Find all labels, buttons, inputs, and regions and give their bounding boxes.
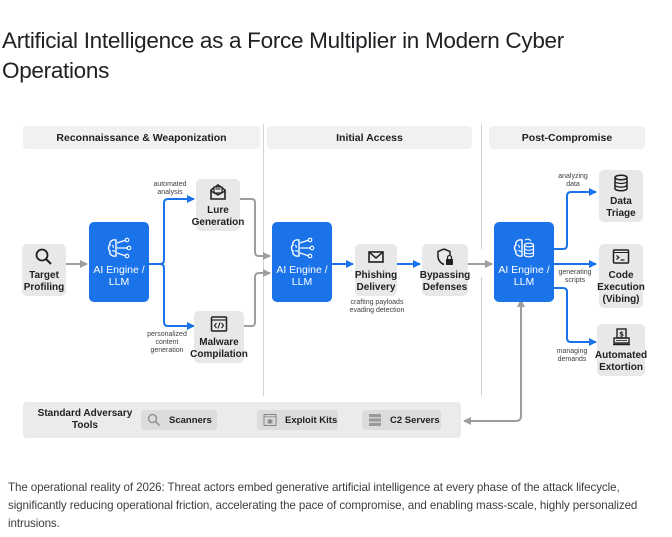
edge-engine-to-extortion <box>553 287 597 346</box>
node-lure-generation: Lure Generation <box>192 179 244 231</box>
tool-scanners: Scanners <box>141 410 217 430</box>
node-label: Lure Generation <box>191 204 245 228</box>
brain-network-icon <box>290 237 315 258</box>
tool-label: Scanners <box>169 414 212 426</box>
edge-engine-to-malware <box>159 263 195 330</box>
edge-note-automated-analysis: automated analysis <box>153 181 187 196</box>
shield-lock-icon <box>437 247 453 265</box>
ai-engine-initial-access: AI Engine / LLM <box>272 222 332 302</box>
edge-note-crafting-payloads: crafting payloads evading detection <box>349 299 405 314</box>
svg-text:$: $ <box>619 330 624 338</box>
node-automated-extortion: $ Automated Extortion <box>594 324 648 376</box>
brain-database-icon <box>513 238 535 257</box>
node-label: Code Execution (Vibing) <box>597 269 645 305</box>
node-code-execution: Code Execution (Vibing) <box>597 244 645 308</box>
node-bypassing-defenses: Bypassing Defenses <box>419 244 471 296</box>
tool-label: C2 Servers <box>390 414 440 426</box>
phase-divider <box>481 124 482 249</box>
tools-label: Standard Adversary Tools <box>37 408 133 431</box>
engine-label: AI Engine / LLM <box>498 263 550 289</box>
edge-engine-to-data-triage <box>553 188 597 250</box>
edge-note-analyzing-data: analyzing data <box>558 173 588 188</box>
bug-window-icon <box>263 413 277 427</box>
node-label: Bypassing Defenses <box>419 269 471 293</box>
edge-note-generating-scripts: generating scripts <box>558 269 592 284</box>
tool-label: Exploit Kits <box>285 414 338 426</box>
node-label: Target Profiling <box>23 269 65 293</box>
ai-engine-post-compromise: AI Engine / LLM <box>494 222 554 302</box>
envelope-letter-icon <box>210 183 226 200</box>
terminal-icon <box>612 248 630 264</box>
node-phishing-delivery: Phishing Delivery <box>355 244 397 296</box>
edge-note-personalized-content: personalized content generation <box>147 331 187 354</box>
phase-header-recon: Reconnaissance & Weaponization <box>23 126 260 149</box>
phase-header-initial-access: Initial Access <box>267 126 472 149</box>
edge-tools-engine-link <box>464 299 525 422</box>
caption: The operational reality of 2026: Threat … <box>8 481 638 530</box>
node-label: Malware Compilation <box>190 336 248 360</box>
ransom-printer-icon: $ <box>613 327 630 345</box>
tool-c2-servers: C2 Servers <box>362 410 441 430</box>
mail-icon <box>368 250 384 263</box>
brain-network-icon <box>107 237 132 258</box>
node-label: Automated Extortion <box>594 349 648 373</box>
standard-adversary-tools: Standard Adversary Tools Scanners Exploi… <box>23 402 461 438</box>
node-data-triage: Data Triage <box>599 170 643 222</box>
database-icon <box>614 173 628 192</box>
page-title: Artificial Intelligence as a Force Multi… <box>2 28 564 83</box>
phase-divider <box>263 124 264 396</box>
node-label: Phishing Delivery <box>354 269 398 293</box>
code-window-icon <box>210 315 228 332</box>
edge-lure-to-engine <box>240 198 271 260</box>
phase-header-post-compromise: Post-Compromise <box>489 126 645 149</box>
node-target-profiling: Target Profiling <box>22 244 66 296</box>
edge-engine-to-lure <box>149 195 195 265</box>
search-icon <box>147 413 160 426</box>
phase-divider <box>481 277 482 396</box>
engine-label: AI Engine / LLM <box>276 263 328 289</box>
server-icon <box>369 414 381 426</box>
engine-label: AI Engine / LLM <box>93 263 145 289</box>
edge-note-managing-demands: managing demands <box>556 348 588 363</box>
tool-exploit-kits: Exploit Kits <box>257 410 338 430</box>
node-malware-compilation: Malware Compilation <box>190 311 248 363</box>
node-label: Data Triage <box>606 195 636 219</box>
search-icon <box>35 248 52 265</box>
edge-malware-to-engine <box>240 269 271 327</box>
ai-engine-recon: AI Engine / LLM <box>89 222 149 302</box>
